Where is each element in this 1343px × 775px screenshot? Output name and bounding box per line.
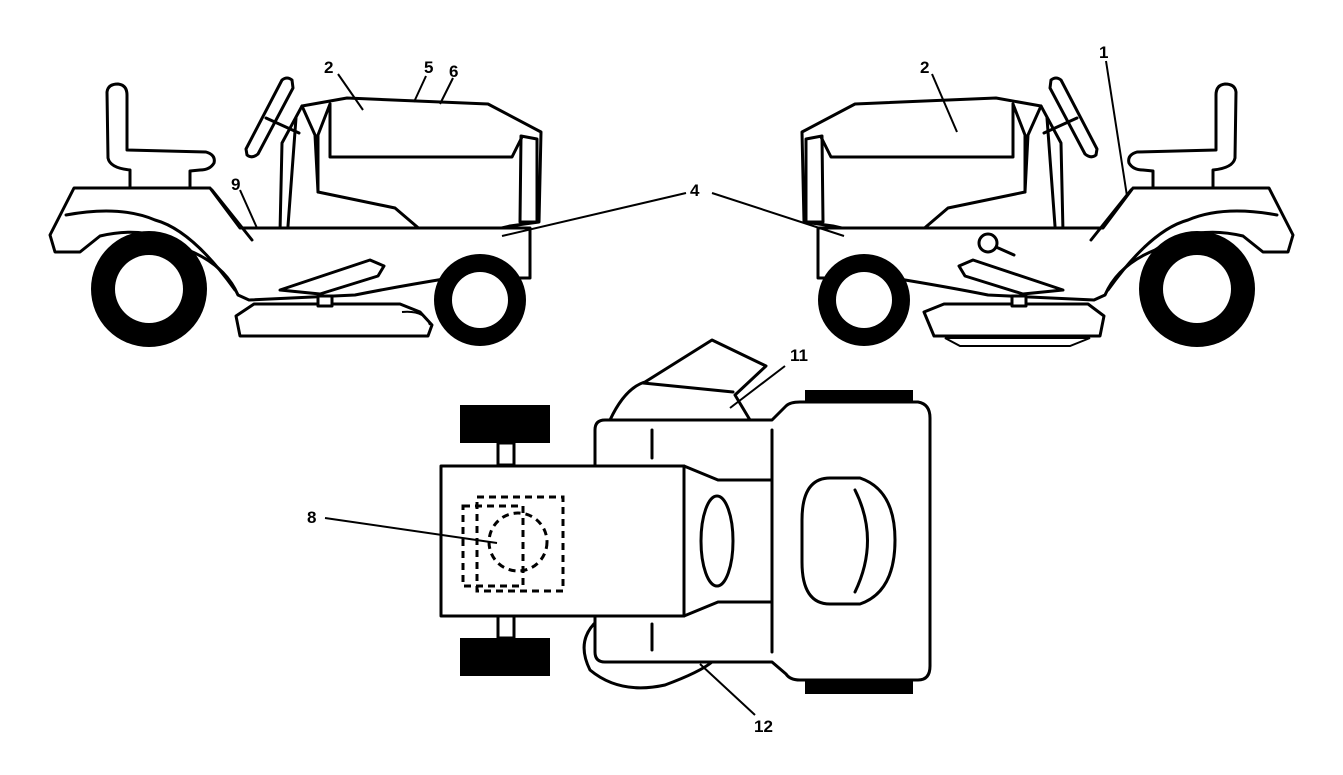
discharge-chute — [608, 338, 768, 422]
callout-5: 5 — [424, 58, 433, 77]
top-tire-rear-left — [460, 405, 550, 443]
mower-deck-right — [922, 302, 1106, 338]
callout-4: 4 — [690, 181, 700, 200]
leader-lines — [239, 60, 1128, 716]
callout-6: 6 — [449, 62, 458, 81]
callout-1: 1 — [1099, 43, 1108, 62]
callout-11: 11 — [790, 346, 808, 365]
hood-left — [300, 96, 543, 245]
callout-9: 9 — [231, 175, 240, 194]
tractor-right-side-view — [800, 76, 1295, 347]
callout-2-right: 2 — [920, 58, 929, 77]
top-tire-front-right — [805, 678, 913, 694]
hood-right — [800, 96, 1043, 245]
steering-wheel-right — [1048, 76, 1099, 159]
callout-2-left: 2 — [324, 58, 333, 77]
callout-12: 12 — [754, 717, 773, 736]
seat-right — [1127, 82, 1238, 190]
top-tire-rear-right — [460, 638, 550, 676]
callouts: 1 2 2 4 5 6 8 9 11 12 — [231, 43, 1108, 736]
mower-deck-left — [234, 302, 434, 338]
tractor-top-view — [439, 338, 932, 694]
tractor-left-side-view — [48, 76, 543, 347]
seat-left — [105, 82, 216, 190]
steering-wheel-left — [244, 76, 295, 159]
callout-8: 8 — [307, 508, 316, 527]
top-seat — [800, 476, 897, 606]
